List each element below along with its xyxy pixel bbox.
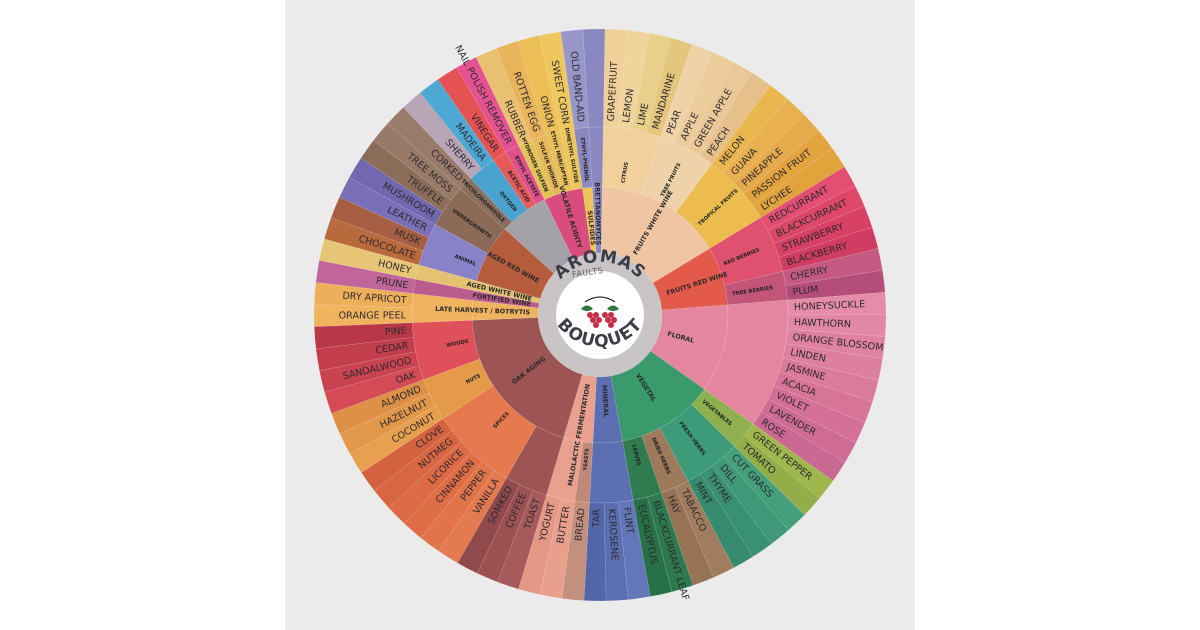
descriptor-label-plum: PLUM: [792, 284, 819, 298]
wheel-center: AROMAS BOUQUET FAULTS: [538, 246, 662, 377]
descriptor-label-grapefruit: GRAPEFRUIT: [606, 61, 620, 122]
descriptor-label-hawthorn: HAWTHORN: [794, 317, 852, 330]
category-label-late-harvest-botrytis: LATE HARVEST / BOTRYTIS: [435, 305, 531, 317]
wheel-wedges: [313, 28, 887, 602]
descriptor-label-prune: PRUNE: [375, 275, 409, 291]
subcategory-label-ethyl-phenol: ETHYL-PHENOL: [579, 137, 589, 182]
center-faults-label: FAULTS: [571, 266, 603, 279]
subcategory-fill: [588, 126, 604, 188]
descriptor-label-orange-peel: ORANGE PEEL: [339, 310, 407, 321]
descriptor-fill: [582, 28, 606, 128]
descriptor-label-pine: PINE: [384, 325, 407, 338]
subcategory-label-yeasts: YEASTS: [583, 448, 591, 472]
descriptor-label-kerosene: KEROSENE: [606, 508, 620, 561]
category-label-brettanomyces: BRETTANOMYCES: [593, 182, 602, 245]
center-disc: [556, 271, 644, 359]
descriptor-label-bread: BREAD: [573, 508, 587, 542]
subcategory-citrus: [602, 126, 661, 195]
descriptor-label-dry-apricot: DRY APRICOT: [342, 290, 407, 306]
subcategory-label-leaves: LEAVES: [630, 444, 641, 467]
descriptor-label-lime: LIME: [636, 102, 651, 126]
category-label-sulfides: SULFIDES: [586, 210, 597, 246]
descriptor-label-cedar: CEDAR: [375, 340, 410, 356]
grape-logo-icon: [581, 296, 619, 328]
descriptor-label-lemon: LEMON: [621, 88, 636, 124]
subcategory-fresh-herbs: [659, 404, 735, 482]
subcategory-spices: [442, 385, 537, 479]
category-label-mineral: MINERAL: [600, 385, 610, 418]
descriptor-label-flint: FLINT: [621, 506, 636, 534]
subcategory-label-citrus: CITRUS: [621, 161, 631, 183]
subcategory-label-woods: WOODS: [446, 339, 470, 349]
descriptor-label-honeysuckle: HONEYSUCKLE: [794, 299, 866, 313]
descriptor-label-tar: TAR: [591, 509, 602, 529]
